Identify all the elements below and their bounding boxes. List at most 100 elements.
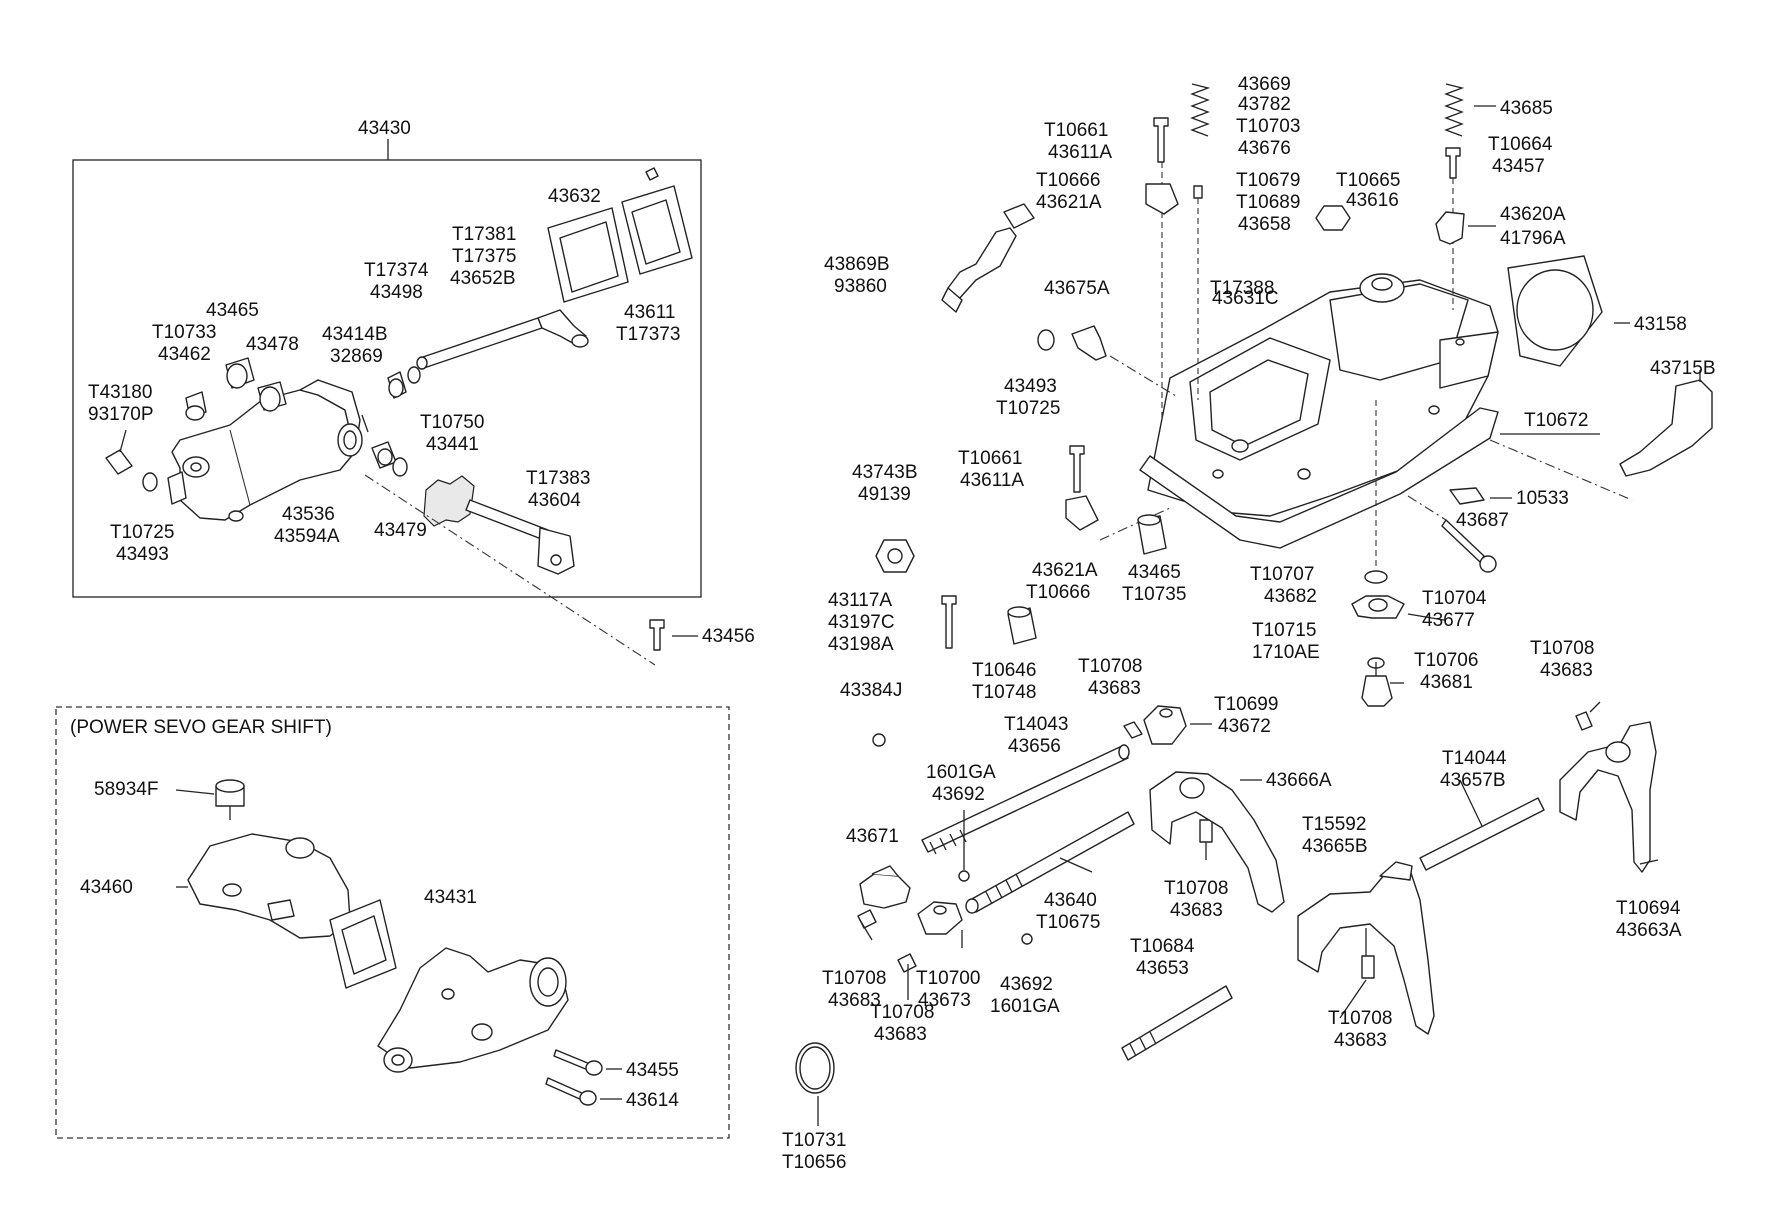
label-43465: 43465	[206, 300, 259, 321]
label-T10708-c: T10708	[1164, 878, 1228, 899]
label-43692-top: 43692	[932, 784, 985, 805]
label-43616: 43616	[1346, 190, 1399, 211]
bolt-43457	[1445, 147, 1461, 179]
label-1710AE: 1710AE	[1252, 642, 1320, 663]
label-43675A: 43675A	[1044, 278, 1110, 299]
shift-rail-43657B	[1419, 797, 1545, 871]
label-43665B: 43665B	[1302, 836, 1368, 857]
label-43683-a: 43683	[1088, 678, 1141, 699]
label-T17375: T17375	[452, 246, 516, 267]
label-43677: 43677	[1422, 610, 1475, 631]
label-43673: 43673	[918, 990, 971, 1011]
switch-43675A	[1071, 325, 1107, 361]
ball-43692-bottom	[1021, 933, 1033, 945]
label-43671: 43671	[846, 826, 899, 847]
shift-rails-group	[795, 701, 1659, 1126]
label-32869: 32869	[330, 346, 383, 367]
housing-bore-inner	[343, 430, 357, 450]
label-T43180: T43180	[88, 382, 152, 403]
label-43743B: 43743B	[852, 462, 918, 483]
label-T10725-right: T10725	[996, 398, 1060, 419]
shift-rod-43652B	[419, 317, 543, 369]
label-43498: 43498	[370, 282, 423, 303]
label-T10748: T10748	[972, 682, 1036, 703]
label-43117A: 43117A	[828, 590, 892, 611]
bolt-43614	[545, 1077, 585, 1101]
washer-43493-right	[1037, 329, 1055, 351]
label-43465-mid: 43465	[1128, 562, 1181, 583]
label-T10708-e: T10708	[870, 1002, 934, 1023]
label-43681: 43681	[1420, 672, 1473, 693]
label-T17388: T17388	[1210, 278, 1274, 299]
label-43683-c: 43683	[1170, 900, 1223, 921]
label-T10666-mid: T10666	[1026, 582, 1090, 603]
label-1601GA-bottom: 1601GA	[990, 996, 1060, 1017]
label-43621A-mid: 43621A	[1032, 560, 1098, 581]
label-T10672: T10672	[1524, 410, 1588, 431]
bolt-43456	[649, 619, 665, 651]
block-43673	[917, 901, 963, 935]
bracket-43621A-top	[1145, 183, 1179, 215]
label-1601GA-top: 1601GA	[926, 762, 996, 783]
pin-32869	[361, 414, 369, 433]
label-43611A-top: 43611A	[1048, 142, 1112, 163]
label-43683-d: 43683	[828, 990, 881, 1011]
servo-housing-43460	[187, 833, 351, 939]
bolt-43456-group	[649, 619, 698, 651]
label-43672: 43672	[1218, 716, 1271, 737]
label-T10706: T10706	[1414, 650, 1478, 671]
spring-43685	[1444, 83, 1465, 137]
washer-43682	[1364, 570, 1388, 584]
label-43683-e: 43683	[874, 1024, 927, 1045]
ball-43692-top	[958, 870, 970, 882]
label-43536: 43536	[282, 504, 335, 525]
label-T15592: T15592	[1302, 814, 1366, 835]
label-43685: 43685	[1500, 98, 1553, 119]
label-43457: 43457	[1492, 156, 1545, 177]
label-T10675: T10675	[1036, 912, 1100, 933]
label-T10750: T10750	[420, 412, 484, 433]
label-T10689: T10689	[1236, 192, 1300, 213]
shift-rail-43656	[921, 745, 1129, 853]
label-43663A: 43663A	[1616, 920, 1682, 941]
label-T10707: T10707	[1250, 564, 1314, 585]
bracket-43715B	[1619, 379, 1713, 477]
label-power-servo: (POWER SEVO GEAR SHIFT)	[70, 717, 332, 738]
label-T10725: T10725	[110, 522, 174, 543]
label-T10708-d: T10708	[822, 968, 886, 989]
label-T10699: T10699	[1214, 694, 1278, 715]
label-43455: 43455	[626, 1060, 679, 1081]
label-43441: 43441	[426, 434, 479, 455]
label-43621A-top: 43621A	[1036, 192, 1102, 213]
label-T10704: T10704	[1422, 588, 1487, 609]
shift-fork-43666A	[1149, 771, 1285, 913]
bolt-43683-c	[1199, 819, 1213, 843]
label-T14044: T14044	[1442, 748, 1507, 769]
label-T17374: T17374	[364, 260, 429, 281]
label-43614: 43614	[626, 1090, 679, 1111]
label-T10661-mid: T10661	[958, 448, 1022, 469]
switch-43681	[1361, 675, 1393, 707]
label-43683-f: 43683	[1334, 1030, 1387, 1051]
label-43669: 43669	[1238, 74, 1291, 95]
label-T10679: T10679	[1236, 170, 1300, 191]
label-43493: 43493	[116, 544, 169, 565]
label-43478: 43478	[246, 334, 299, 355]
label-43687: 43687	[1456, 510, 1509, 531]
bolt-43117A	[941, 595, 957, 649]
label-T17383: T17383	[526, 468, 590, 489]
label-T10656: T10656	[782, 1152, 846, 1173]
label-T10700: T10700	[916, 968, 980, 989]
label-43431: 43431	[424, 887, 477, 908]
bolt-43683-f	[897, 953, 917, 973]
label-T10708-b: T10708	[1530, 638, 1594, 659]
label-T10646: T10646	[972, 660, 1036, 681]
sensor-43869B	[947, 227, 1017, 301]
pin-43658	[1193, 185, 1203, 199]
nut-43616	[1315, 205, 1351, 231]
label-43658: 43658	[1238, 214, 1291, 235]
label-43414B: 43414B	[322, 324, 388, 345]
assembly-43430-group	[72, 139, 702, 666]
label-T10665: T10665	[1336, 170, 1400, 191]
label-43666A: 43666A	[1266, 770, 1332, 791]
